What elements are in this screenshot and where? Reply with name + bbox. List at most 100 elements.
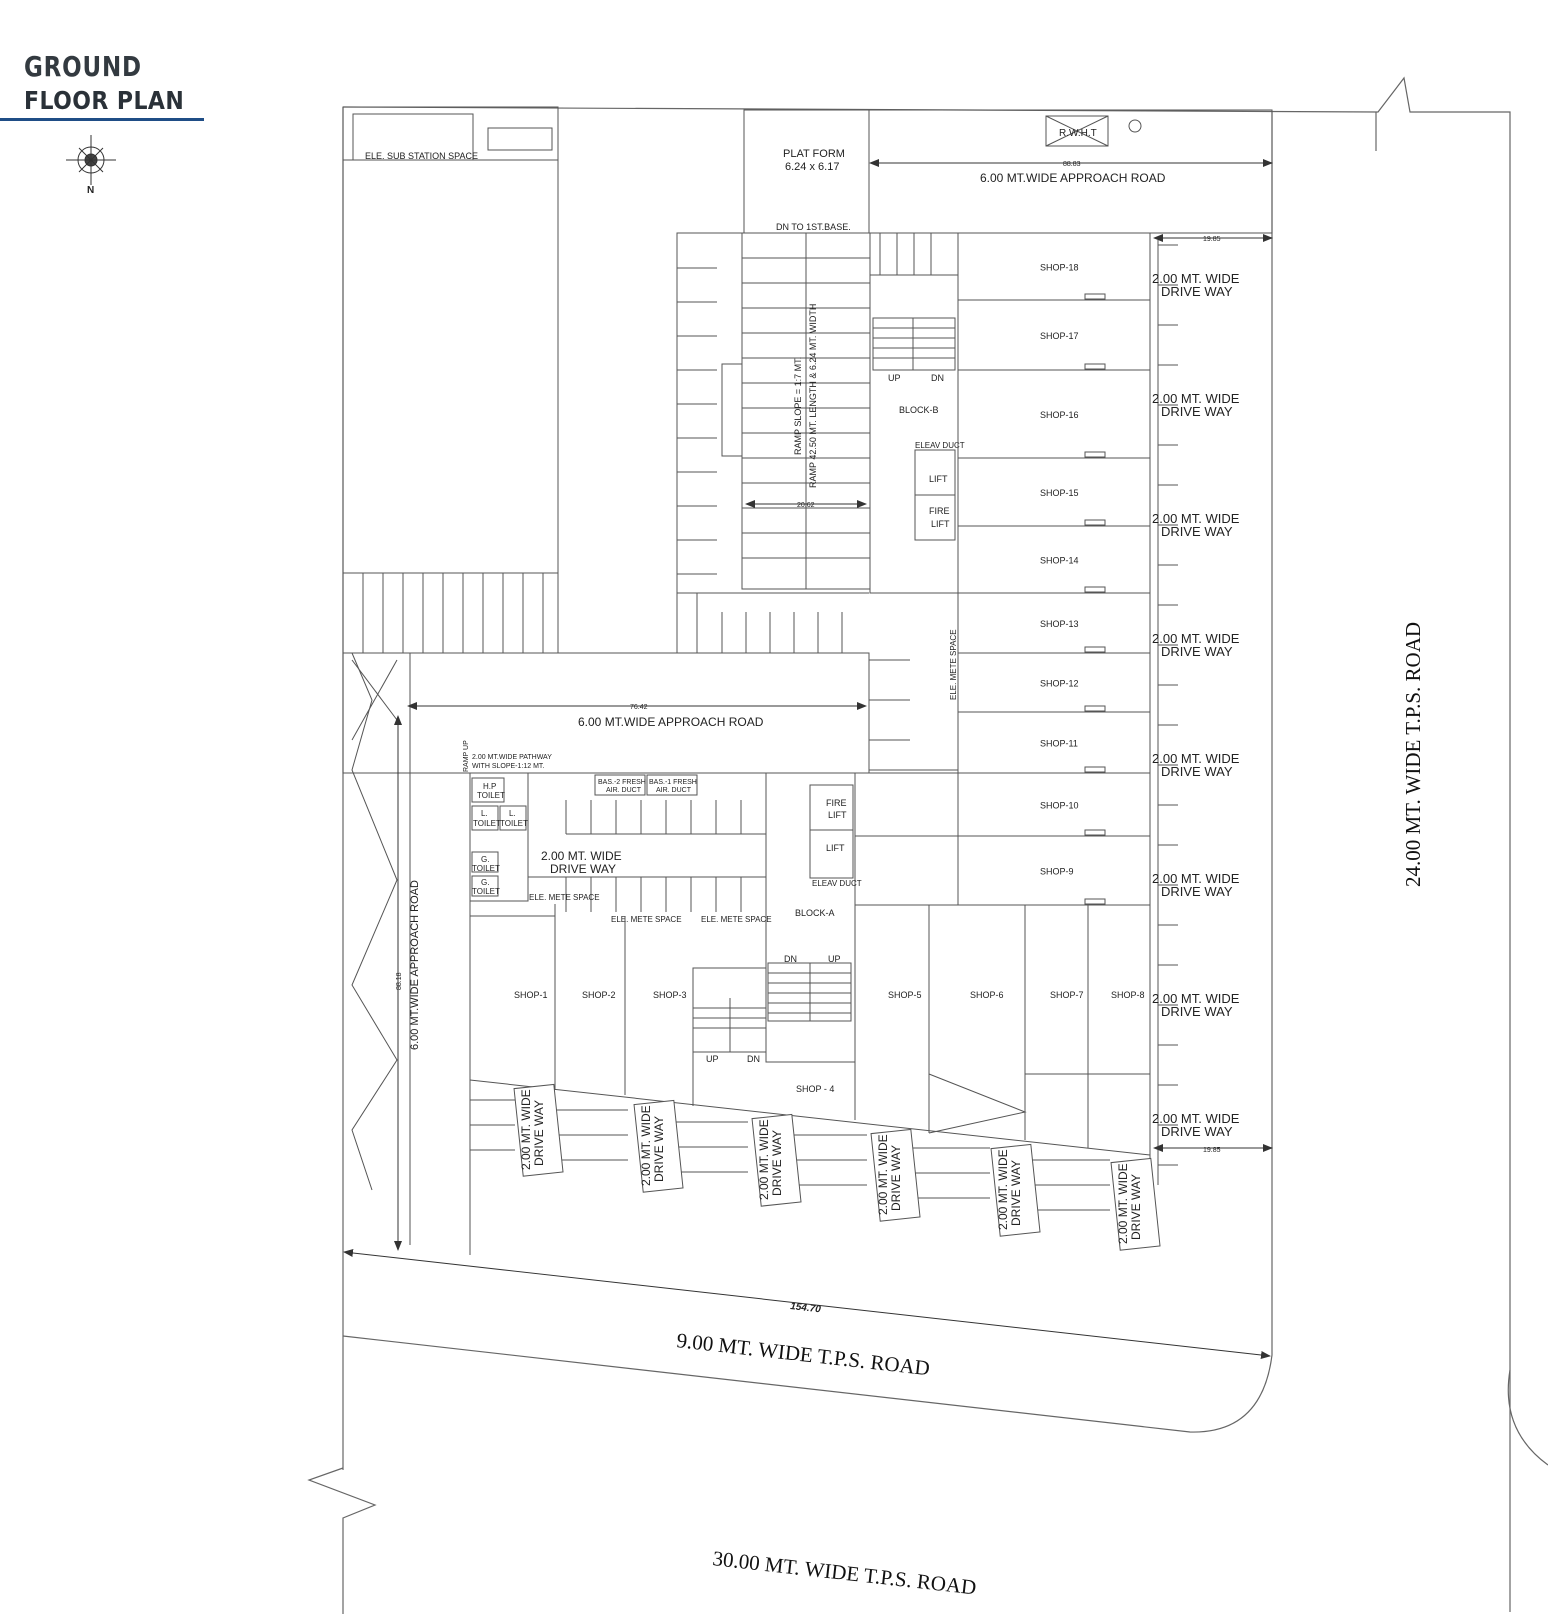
ramp-slope-label: RAMP SLOPE = 1:7 MT.: [793, 357, 803, 455]
block-b-fire-lift-2: LIFT: [931, 519, 950, 529]
platform-label-1: PLAT FORM: [783, 148, 845, 160]
shop-door: [1084, 829, 1106, 836]
bottom-shop-label: SHOP-2: [582, 990, 616, 1000]
approach-road-mid: 6.00 MT.WIDE APPROACH ROAD: [578, 715, 764, 729]
bottom-shop-label: SHOP-6: [970, 990, 1004, 1000]
block-a-lift: LIFT: [826, 843, 845, 853]
bottom-driveway-line-1: 2.00 MT. WIDE: [876, 1134, 890, 1215]
block-a-up: UP: [828, 954, 841, 964]
ramp: [741, 232, 871, 590]
right-shop-label: SHOP-9: [1040, 867, 1074, 877]
block-b-duct: ELEAV DUCT: [915, 441, 965, 450]
ramp-up-label: RAMP UP: [463, 740, 470, 772]
driveway-label-line-1: 2.00 MT. WIDE: [1152, 751, 1240, 766]
center-driveway-2: DRIVE WAY: [550, 862, 616, 876]
dim-left: 88.18: [396, 972, 403, 990]
ele-mete-3: ELE. METE SPACE: [701, 915, 772, 924]
l-toilet-1: TOILET: [473, 819, 501, 828]
parking-stalls-left: [343, 572, 558, 653]
rwht-label: R.W.H.T: [1059, 128, 1097, 139]
north-label: N: [87, 185, 94, 196]
block-b-label: BLOCK-B: [899, 405, 939, 415]
right-shop-label: SHOP-16: [1040, 410, 1079, 420]
right-shop-label: SHOP-18: [1040, 263, 1079, 273]
hp-label: H.P: [483, 782, 496, 791]
block-a-dn: DN: [784, 954, 797, 964]
dim-top: 88.83: [1063, 161, 1081, 168]
bottom-driveway-line-2: DRIVE WAY: [889, 1145, 903, 1211]
bottom-shop-label: SHOP-5: [888, 990, 922, 1000]
driveway-label-line-2: DRIVE WAY: [1161, 1124, 1233, 1139]
ele-mete-block-b: ELE. METE SPACE: [949, 629, 958, 700]
driveway-box: [990, 1143, 1041, 1237]
hp-toilet-label: TOILET: [477, 791, 505, 800]
block-a-label: BLOCK-A: [795, 908, 835, 918]
bottom-parking-stalls: [470, 1099, 1110, 1211]
l-label-2: L.: [509, 809, 516, 818]
driveway-label-line-2: DRIVE WAY: [1161, 1004, 1233, 1019]
right-shop-label: SHOP-13: [1040, 619, 1079, 629]
bottom-driveway-line-1: 2.00 MT. WIDE: [519, 1089, 533, 1170]
toilet-block: [469, 772, 529, 1255]
block-b-dn: DN: [931, 373, 944, 383]
bas2-duct: AIR. DUCT: [606, 787, 642, 794]
title-line-1: GROUND: [24, 50, 142, 83]
substation-label: ELE. SUB STATION SPACE: [365, 151, 478, 161]
bottom-driveway-line-1: 2.00 MT. WIDE: [639, 1105, 653, 1186]
title-underline: [0, 118, 204, 121]
bottom-shop-label: SHOP-1: [514, 990, 548, 1000]
shop-door: [1084, 293, 1106, 300]
parking-stalls-ramp-west: [676, 232, 910, 741]
shop-door: [1084, 519, 1106, 526]
driveway-label-line-1: 2.00 MT. WIDE: [1152, 631, 1240, 646]
driveway-box: [870, 1128, 921, 1222]
bottom-driveway-line-1: 2.00 MT. WIDE: [757, 1119, 771, 1200]
pathway-line-1: 2.00 MT.WIDE PATHWAY: [472, 754, 552, 761]
driveway-box: [513, 1083, 564, 1177]
bottom-driveway-line-2: DRIVE WAY: [770, 1130, 784, 1196]
compass-icon: [66, 135, 116, 185]
driveway-label-line-1: 2.00 MT. WIDE: [1152, 1111, 1240, 1126]
dim-bottom: 154.70: [790, 1301, 822, 1315]
dn-base-label: DN TO 1ST.BASE.: [776, 222, 851, 232]
driveway-label-line-2: DRIVE WAY: [1161, 884, 1233, 899]
approach-road-top: 6.00 MT.WIDE APPROACH ROAD: [980, 171, 1166, 185]
title-line-2: FLOOR PLAN: [24, 86, 185, 115]
road-9m: 9.00 MT. WIDE T.P.S. ROAD: [675, 1328, 931, 1380]
g-label-1: G.: [481, 855, 489, 864]
shop-door: [1084, 586, 1106, 593]
bottom-driveway-line-2: DRIVE WAY: [1129, 1174, 1143, 1240]
road-30m: 30.00 MT. WIDE T.P.S. ROAD: [711, 1546, 977, 1599]
block-b-fire-lift-1: FIRE: [929, 506, 950, 516]
platform-label-2: 6.24 x 6.17: [785, 161, 839, 173]
bas1-label: BAS.-1 FRESH: [649, 779, 697, 786]
right-shop-label: SHOP-15: [1040, 488, 1079, 498]
right-shop-label: SHOP-10: [1040, 801, 1079, 811]
driveway-label-line-2: DRIVE WAY: [1161, 524, 1233, 539]
driveway-label-line-2: DRIVE WAY: [1161, 284, 1233, 299]
driveway-label-line-1: 2.00 MT. WIDE: [1152, 391, 1240, 406]
bottom-shop-label: SHOP-8: [1111, 990, 1145, 1000]
bottom-shop-label: SHOP-7: [1050, 990, 1084, 1000]
l-toilet-2: TOILET: [500, 819, 528, 828]
driveway-box: [633, 1099, 684, 1193]
right-shops: SHOP-18SHOP-17SHOP-16SHOP-15SHOP-14SHOP-…: [854, 232, 1151, 906]
driveway-label-line-2: DRIVE WAY: [1161, 404, 1233, 419]
block-b-lift: LIFT: [929, 474, 948, 484]
g-toilet-1: TOILET: [472, 864, 500, 873]
driveway-label-line-1: 2.00 MT. WIDE: [1152, 271, 1240, 286]
right-shop-label: SHOP-12: [1040, 679, 1079, 689]
bottom-shops-walls: [469, 904, 1151, 1156]
block-a-duct: ELEAV DUCT: [812, 879, 862, 888]
right-shop-label: SHOP-11: [1040, 739, 1078, 749]
driveway-box: [1110, 1157, 1161, 1251]
dim-line-bottom: [343, 1249, 1271, 1359]
block-a-fire-lift-1: FIRE: [826, 798, 847, 808]
right-shop-label: SHOP-17: [1040, 331, 1079, 341]
shop-door: [1084, 705, 1106, 712]
bottom-shop-label: SHOP-3: [653, 990, 687, 1000]
shop-door: [1084, 898, 1106, 905]
driveway-box: [751, 1113, 802, 1207]
